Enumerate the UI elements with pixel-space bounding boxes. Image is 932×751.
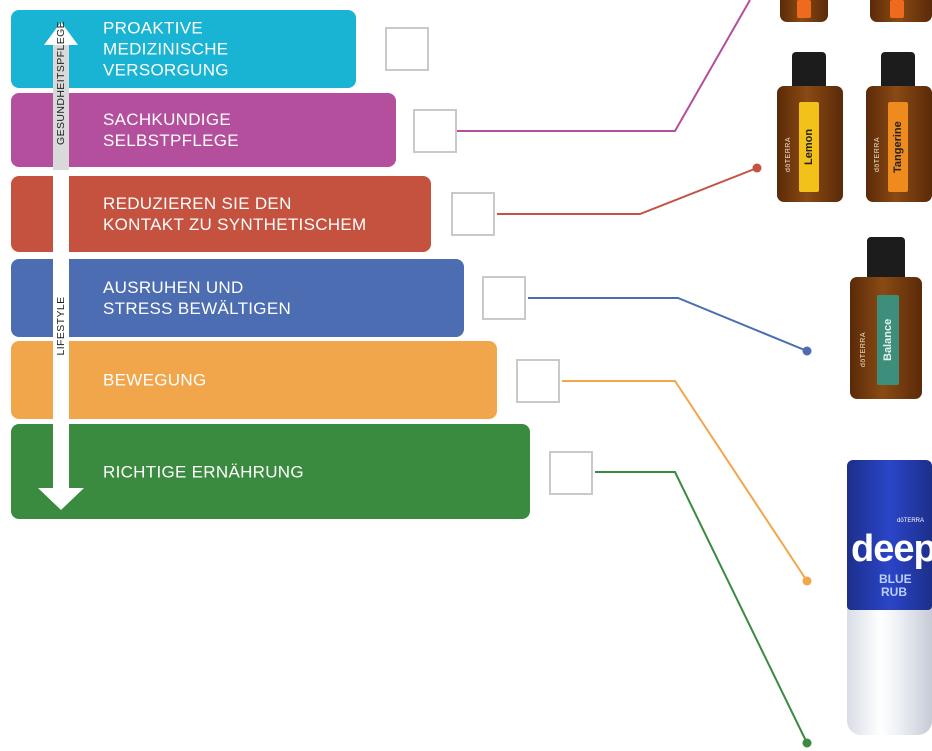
deep-blue-line2: RUB (881, 585, 907, 599)
balance-label: Balance (877, 295, 899, 385)
level-label-bewegung: BEWEGUNG (103, 370, 207, 390)
lifestyle-arrow (38, 22, 84, 510)
checkbox-synthetisch[interactable] (451, 192, 495, 236)
level-bar-ernaehrung: RICHTIGE ERNÄHRUNG (11, 424, 530, 519)
tangerine-brand: dōTERRA (874, 136, 881, 172)
balance-bottle: dōTERRA Balance (850, 237, 922, 399)
arrow-shaft-lower (53, 170, 69, 490)
connector-dot-synthetisch (752, 163, 762, 173)
checkbox-stress[interactable] (482, 276, 526, 320)
connector-ernaehrung (595, 471, 808, 744)
checkbox-selbstpflege[interactable] (413, 109, 457, 153)
connector-dot-ernaehrung (802, 738, 812, 748)
lemon-brand: dōTERRA (785, 136, 792, 172)
deep-blue-brand: dōTERRA (897, 518, 925, 524)
arrow-head-up (44, 22, 78, 45)
connector-synthetisch (497, 167, 758, 215)
arrow-head-down (38, 488, 84, 510)
checkbox-bewegung[interactable] (516, 359, 560, 403)
level-label-stress: AUSRUHEN UND STRESS BEWÄLTIGEN (103, 278, 292, 318)
level-label-selbstpflege: SACHKUNDIGE SELBSTPFLEGE (103, 110, 239, 150)
level-label-proaktive: PROAKTIVE MEDIZINISCHE VERSORGUNG (103, 18, 229, 80)
axis-label-gesundheitspflege: GESUNDHEITSPFLEGE (55, 20, 67, 145)
tangerine-bottle: dōTERRA Tangerine (866, 52, 932, 202)
balance-brand: dōTERRA (860, 331, 867, 367)
axis-label-lifestyle: LIFESTYLE (55, 296, 67, 356)
connector-dot-bewegung (802, 576, 812, 586)
checkbox-proaktive[interactable] (385, 27, 429, 71)
connector-dot-stress (802, 346, 812, 356)
connector-bewegung (562, 380, 808, 582)
lemon-bottle: dōTERRA Lemon (777, 52, 843, 202)
connector-stress (528, 297, 808, 352)
level-bar-selbstpflege: SACHKUNDIGE SELBSTPFLEGE (11, 93, 396, 167)
checkbox-ernaehrung[interactable] (549, 451, 593, 495)
bottle-partial-1 (780, 0, 828, 22)
connector-selbstpflege (457, 0, 751, 132)
level-label-ernaehrung: RICHTIGE ERNÄHRUNG (103, 462, 304, 481)
level-label-synthetisch: REDUZIEREN SIE DEN KONTAKT ZU SYNTHETISC… (103, 194, 367, 234)
tangerine-label: Tangerine (888, 102, 908, 192)
lemon-label: Lemon (799, 102, 819, 192)
deep-blue-line1: BLUE (879, 572, 912, 586)
arrow-shaft-upper (53, 45, 69, 170)
deep-blue-tube: dōTERRA deep BLUE RUB (847, 460, 932, 735)
bottle-partial-2 (870, 0, 932, 22)
level-bar-stress: AUSRUHEN UND STRESS BEWÄLTIGEN (11, 259, 464, 337)
deep-blue-word: deep (851, 528, 932, 570)
level-bar-synthetisch: REDUZIEREN SIE DEN KONTAKT ZU SYNTHETISC… (11, 176, 431, 252)
level-bar-bewegung: BEWEGUNG (11, 341, 497, 419)
